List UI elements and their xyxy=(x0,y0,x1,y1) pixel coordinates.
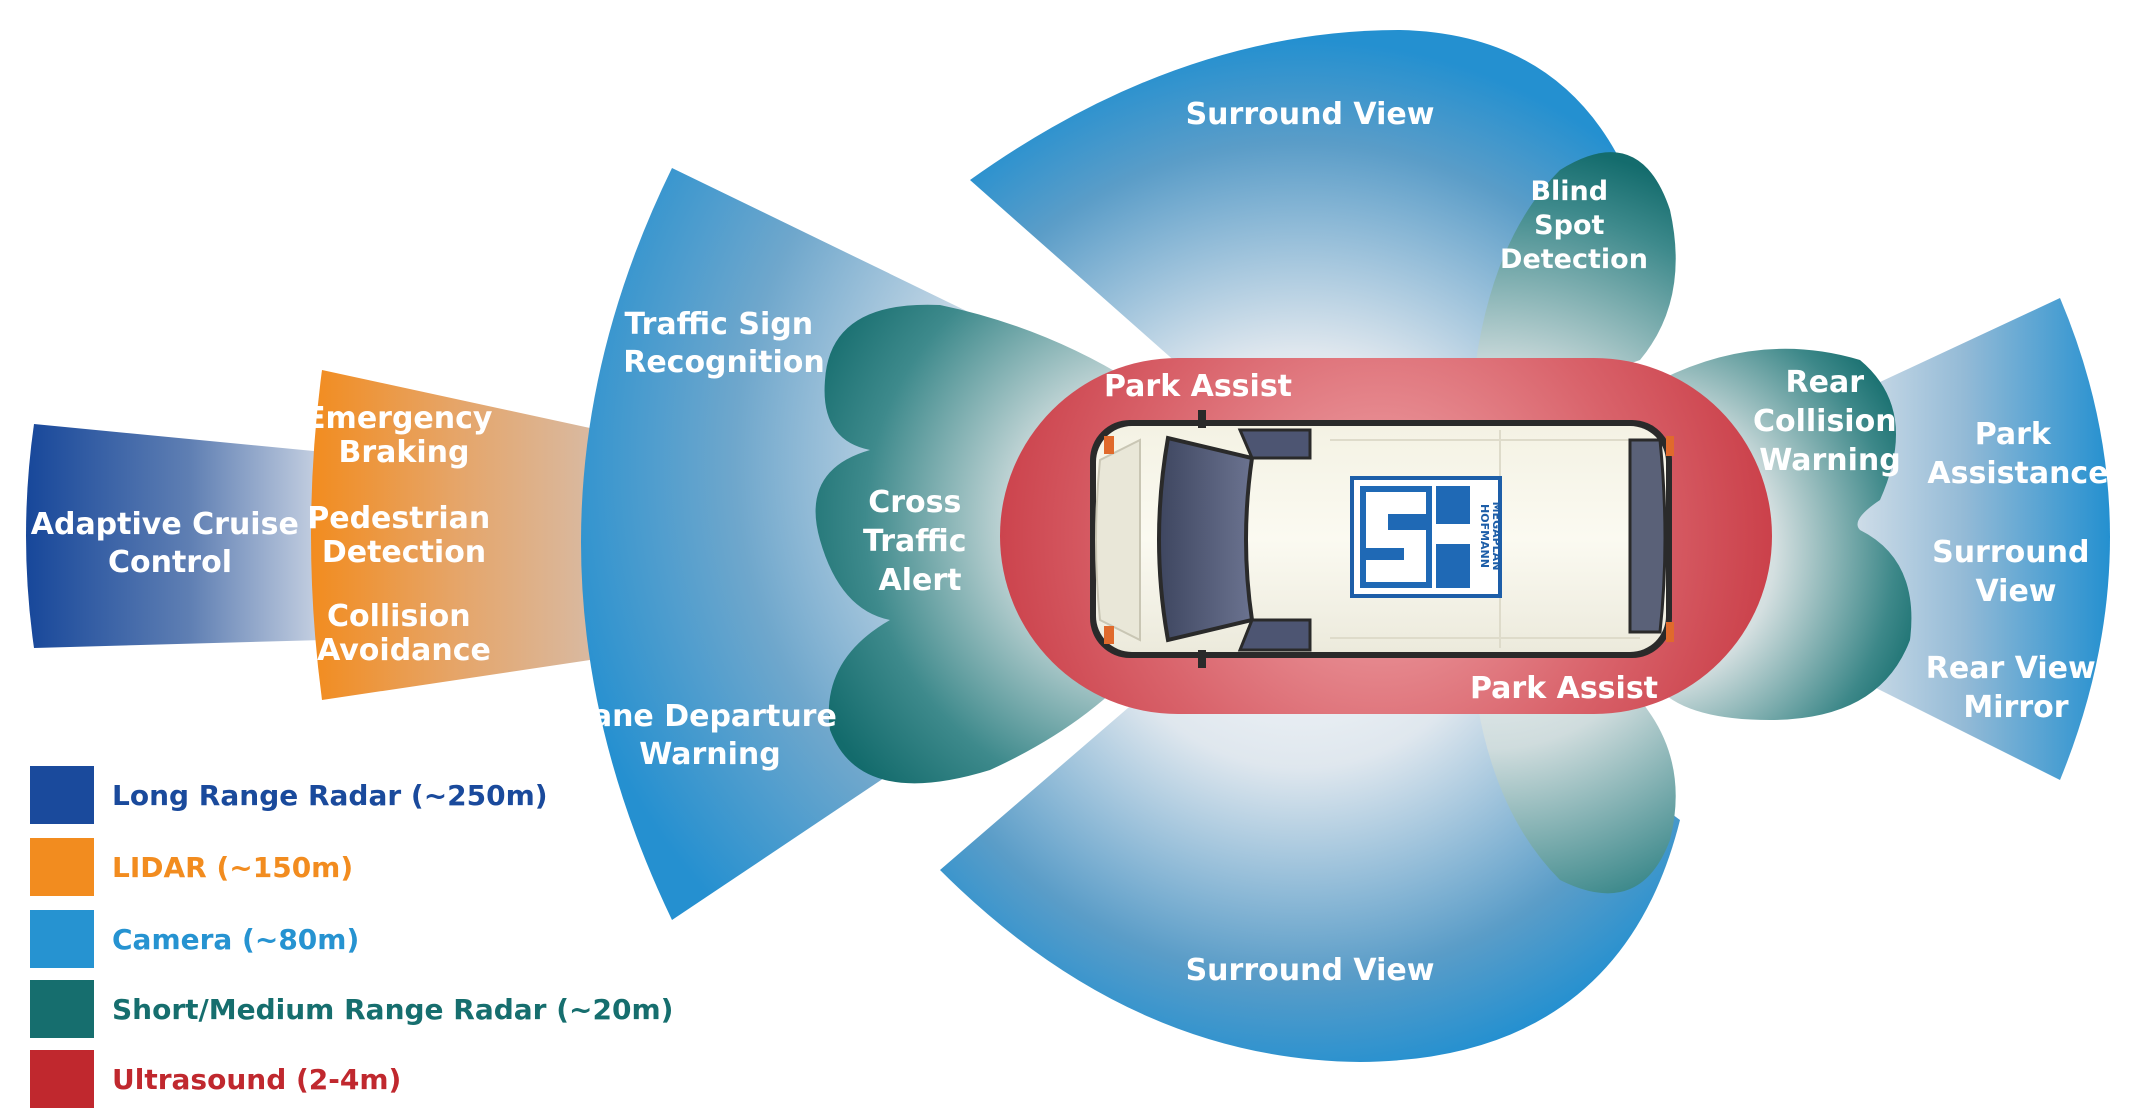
label-park-assistance: Park Assistance xyxy=(1927,417,2108,491)
label-surround-view-bottom: Surround View xyxy=(1186,953,1435,988)
legend-label: Ultrasound (2-4m) xyxy=(112,1063,401,1096)
legend-item-short-medium-radar: Short/Medium Range Radar (~20m) xyxy=(30,980,673,1038)
blind-spot-zone xyxy=(1470,152,1676,420)
legend-swatch xyxy=(30,980,94,1038)
legend-swatch xyxy=(30,1050,94,1108)
label-traffic-sign: Traffic Sign Recognition xyxy=(623,307,825,380)
legend-swatch xyxy=(30,766,94,824)
long-range-radar-zone xyxy=(26,424,324,648)
label-emergency-braking: Emergency Braking xyxy=(305,401,503,470)
legend-label: Camera (~80m) xyxy=(112,923,359,956)
label-blind-spot: Blind Spot Detection xyxy=(1500,176,1648,275)
label-pedestrian-detection: Pedestrian Detection xyxy=(307,501,501,570)
label-cross-traffic: Cross Traffic Alert xyxy=(863,485,977,598)
legend-item-lidar: LIDAR (~150m) xyxy=(30,838,353,896)
label-rear-collision: Rear Collision Warning xyxy=(1753,365,1907,478)
lidar-zone xyxy=(311,370,590,700)
legend-label: Long Range Radar (~250m) xyxy=(112,779,548,812)
label-rear-view-mirror: Rear View Mirror xyxy=(1926,651,2106,725)
label-surround-view-top: Surround View xyxy=(1186,97,1435,132)
legend-label: Short/Medium Range Radar (~20m) xyxy=(112,993,673,1026)
legend: Long Range Radar (~250m) LIDAR (~150m) C… xyxy=(30,766,673,1108)
legend-item-camera: Camera (~80m) xyxy=(30,910,359,968)
legend-swatch xyxy=(30,910,94,968)
legend-label: LIDAR (~150m) xyxy=(112,851,353,884)
hofmann-megaplan-logo: HOFMANN MEGAPLAN xyxy=(1350,476,1503,598)
legend-swatch xyxy=(30,838,94,896)
logo-text-line1: HOFMANN xyxy=(1478,504,1491,568)
label-collision-avoidance: Collision Avoidance xyxy=(317,599,491,668)
label-park-assist-top: Park Assist xyxy=(1104,369,1292,404)
logo-text-line2: MEGAPLAN xyxy=(1490,502,1503,571)
legend-item-long-range-radar: Long Range Radar (~250m) xyxy=(30,766,548,824)
label-park-assist-bottom: Park Assist xyxy=(1470,671,1658,706)
legend-item-ultrasound: Ultrasound (2-4m) xyxy=(30,1050,401,1108)
label-surround-view-rear: Surround View xyxy=(1932,535,2100,609)
label-adaptive-cruise: Adaptive Cruise Control xyxy=(31,507,310,580)
label-lane-departure: Lane Departure Warning xyxy=(573,699,848,772)
